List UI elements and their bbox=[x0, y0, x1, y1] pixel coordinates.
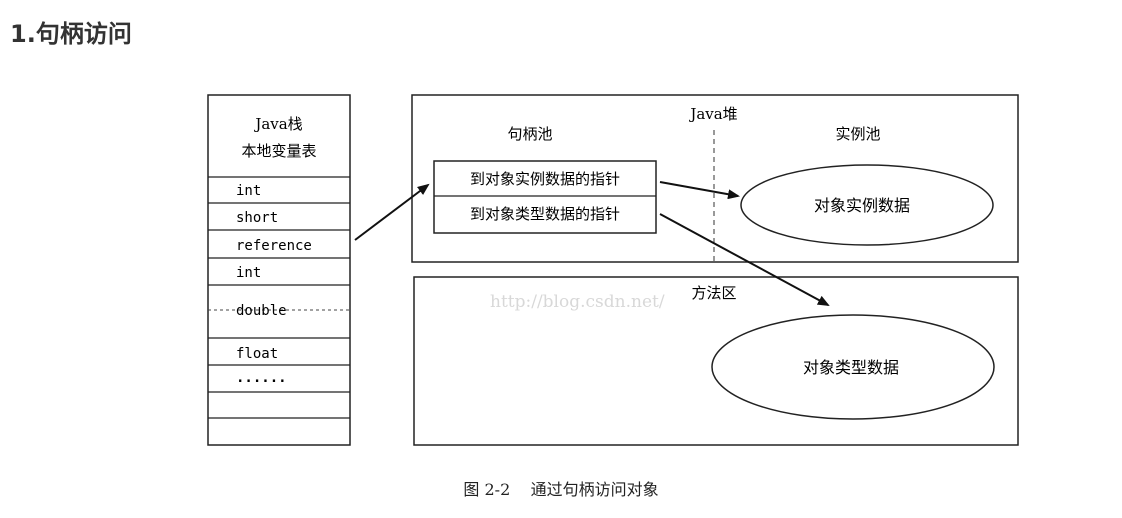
stack-slot-float: float bbox=[236, 346, 278, 362]
local-variable-table-title: 本地变量表 bbox=[241, 142, 316, 160]
java-stack: Java栈 本地变量表 int short reference int doub… bbox=[207, 94, 351, 446]
java-stack-frame bbox=[207, 94, 351, 446]
stack-slot-ellipsis: ...... bbox=[236, 370, 287, 386]
instance-data-ellipse bbox=[740, 164, 994, 246]
instance-pool-title: 实例池 bbox=[835, 125, 880, 143]
java-heap: Java堆 句柄池 到对象实例数据的指针 到对象类型数据的指针 实例池 对象实例… bbox=[411, 94, 1019, 263]
handle-to-type-arrow bbox=[659, 213, 830, 306]
type-data-label: 对象类型数据 bbox=[803, 358, 899, 377]
watermark-text: http://blog.csdn.net/ bbox=[490, 292, 665, 312]
handle-pool-title: 句柄池 bbox=[507, 125, 552, 143]
type-data-ellipse bbox=[711, 314, 995, 420]
handle-to-instance-arrow bbox=[659, 181, 740, 200]
java-heap-frame bbox=[411, 94, 1019, 263]
stack-slot-int-2: int bbox=[236, 265, 261, 281]
stack-slot-double: double bbox=[236, 303, 287, 319]
reference-to-handle-arrow bbox=[354, 183, 430, 241]
stack-slot-short: short bbox=[236, 210, 278, 226]
instance-data-label: 对象实例数据 bbox=[814, 196, 910, 215]
handle-instance-pointer: 到对象实例数据的指针 bbox=[470, 170, 620, 188]
java-stack-title: Java栈 bbox=[253, 115, 302, 133]
method-area-frame bbox=[413, 276, 1019, 446]
figure-number: 图 2-2 bbox=[463, 480, 511, 499]
page-heading: 1.句柄访问 bbox=[10, 20, 132, 48]
handle-type-pointer: 到对象类型数据的指针 bbox=[470, 205, 620, 223]
figure-caption-text: 通过句柄访问对象 bbox=[530, 480, 659, 499]
handle-pool-box bbox=[433, 160, 657, 234]
method-area-title: 方法区 bbox=[691, 284, 736, 302]
figure-caption: 图 2-2 通过句柄访问对象 bbox=[0, 476, 1122, 500]
stack-slot-int: int bbox=[236, 183, 261, 199]
stack-slot-reference: reference bbox=[236, 238, 312, 254]
java-heap-title: Java堆 bbox=[688, 105, 737, 123]
method-area: 方法区 http://blog.csdn.net/ 对象类型数据 bbox=[413, 276, 1019, 446]
